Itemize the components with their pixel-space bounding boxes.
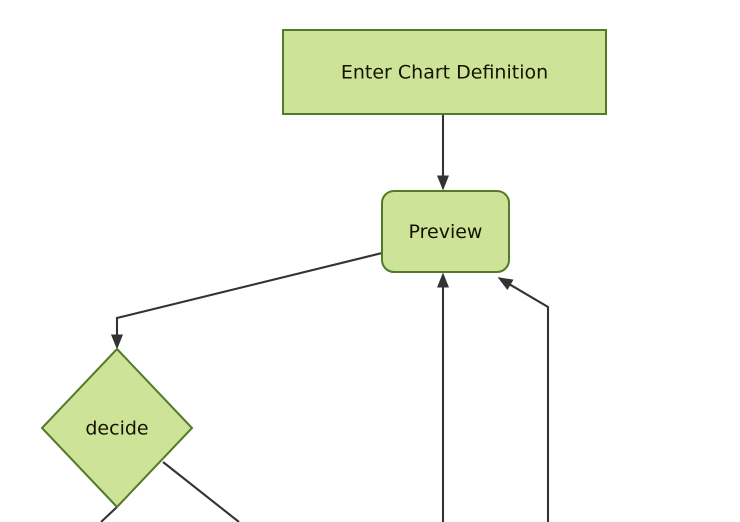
node-decide-label: decide bbox=[85, 418, 148, 440]
node-preview-label: Preview bbox=[409, 221, 483, 243]
node-preview-shape[interactable] bbox=[381, 190, 510, 273]
edge-layer bbox=[100, 114, 550, 522]
arrowhead-into-preview-bottom bbox=[437, 272, 449, 288]
node-enter-chart-definition-label: Enter Chart Definition bbox=[341, 62, 548, 84]
arrowhead-into-preview-bottom-right bbox=[497, 277, 514, 290]
edge-decide-down-right bbox=[162, 461, 240, 522]
node-enter-chart-definition-shape[interactable] bbox=[282, 29, 607, 115]
arrowhead-layer bbox=[111, 175, 514, 350]
edge-preview-to-decide bbox=[115, 251, 383, 342]
arrowhead-into-decide-top bbox=[111, 334, 123, 350]
edge-right-to-preview bbox=[503, 280, 550, 522]
arrowhead-into-preview-top bbox=[437, 175, 449, 191]
node-decide[interactable]: decide bbox=[40, 347, 194, 509]
node-enter-chart-definition[interactable]: Enter Chart Definition bbox=[282, 29, 607, 115]
node-preview[interactable]: Preview bbox=[381, 190, 510, 273]
node-decide-shape[interactable] bbox=[40, 347, 194, 509]
edge-decide-down-left bbox=[100, 506, 118, 522]
